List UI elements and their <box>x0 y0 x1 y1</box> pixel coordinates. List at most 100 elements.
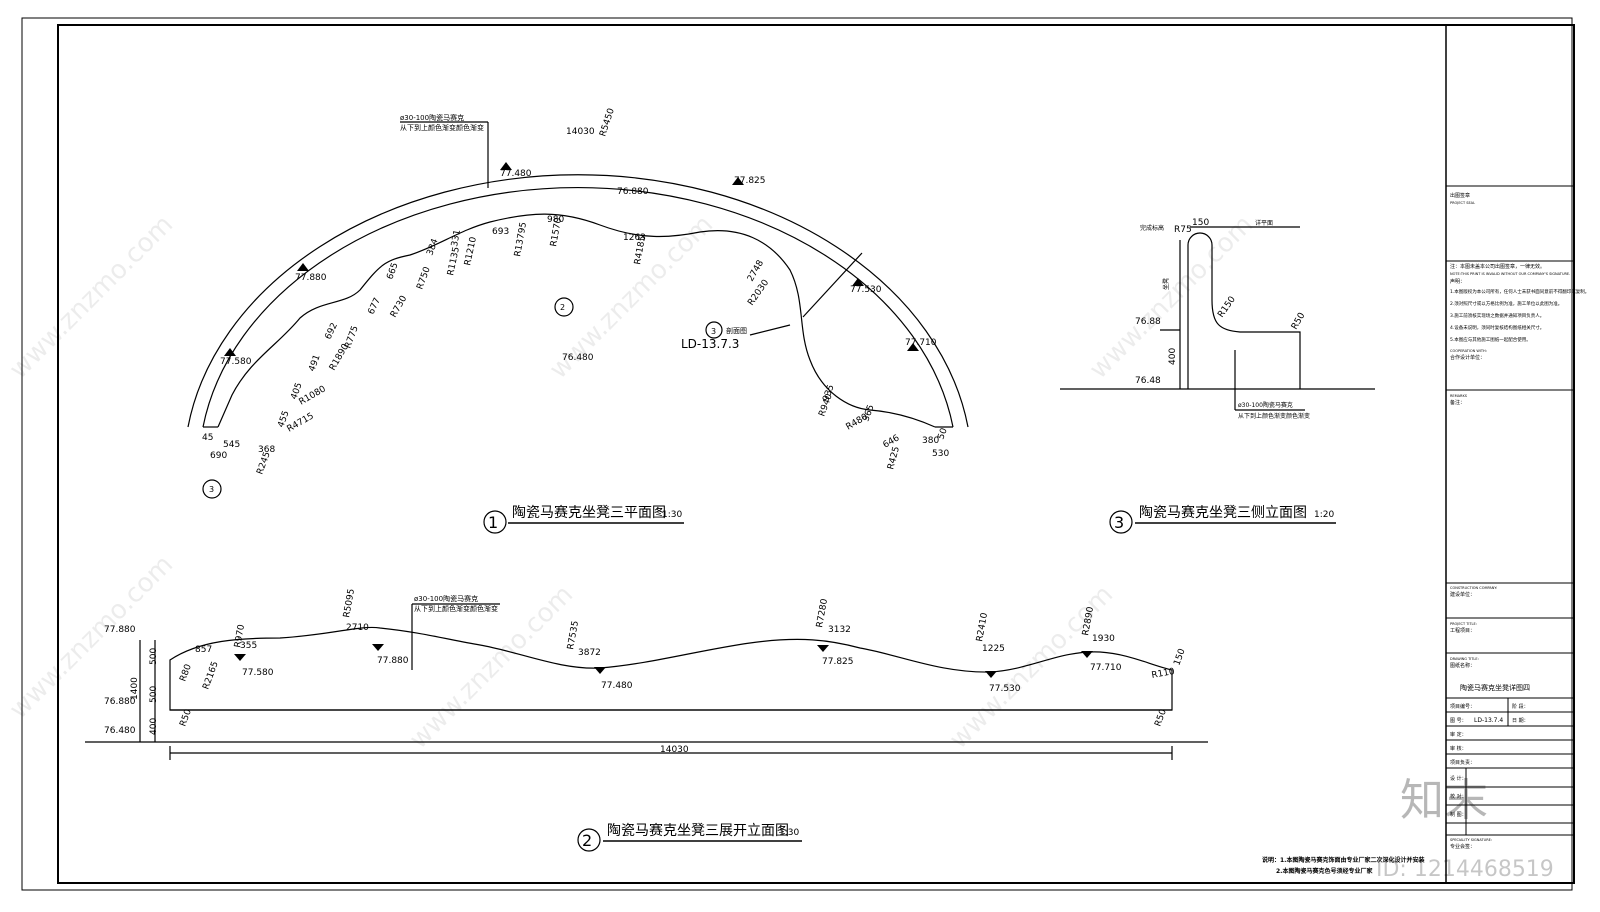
section-title-number: 3 <box>1114 513 1124 532</box>
elevation-title-text: 陶瓷马赛克坐凳三展开立面图 <box>607 823 789 839</box>
section-ref-label: 剖面图 <box>726 326 747 335</box>
section-bench-profile <box>1187 232 1301 389</box>
callout-bubble <box>554 297 574 317</box>
elev-level: 77.825 <box>822 657 854 667</box>
plan-title-text: 陶瓷马赛克坐凳三平面图 <box>512 505 666 521</box>
outer-border <box>21 17 1573 891</box>
tb-note-en: NOTE:THIS PRINT IS INVALID WITHOUT OUR C… <box>1450 272 1570 276</box>
plan-level-text: 77.530 <box>850 285 882 295</box>
plan-inner-curve <box>217 213 936 428</box>
mosaic-note: ø30-100陶瓷马赛克 <box>1238 401 1293 409</box>
elev-dim: 1930 <box>1092 634 1115 644</box>
tb-drawing-no: LD-13.7.4 <box>1474 717 1503 724</box>
section-label: 400 <box>1168 348 1178 365</box>
tb-specialty-en: SPECIALITY SIGNATURE: <box>1450 838 1492 842</box>
section-label: R75 <box>1174 225 1192 235</box>
plan-dim: 690 <box>210 451 227 461</box>
plan-level-text: 77.710 <box>905 338 937 348</box>
elev-level: 77.480 <box>601 681 633 691</box>
tb-coop-cn: 合作设计单位： <box>1450 354 1485 361</box>
plan-title-number: 1 <box>488 513 498 532</box>
inner-border <box>57 24 1575 884</box>
plan-dim: 692 <box>324 321 340 341</box>
elev-left-dim: 500 <box>149 686 159 703</box>
plan-level-markers <box>224 162 919 356</box>
plan-level-text: 76.480 <box>562 353 594 363</box>
elevation-view <box>85 603 1208 852</box>
watermark-text: www.znzmo.com <box>4 210 179 385</box>
section-title-text: 陶瓷马赛克坐凳三侧立面图 <box>1139 505 1307 521</box>
elev-left-dim: 1400 <box>130 677 140 700</box>
elev-dim: R2165 <box>201 660 220 691</box>
tb-project-en: PROJECT TITLE: <box>1450 622 1477 626</box>
plan-dim: R5450 <box>598 107 617 138</box>
section-label: R50 <box>1290 311 1308 332</box>
watermark-logo: 知末 <box>1400 775 1488 826</box>
elev-left-level: 77.880 <box>104 625 136 635</box>
section-ref-bubble-bottom <box>202 479 222 499</box>
level-marker <box>1081 651 1093 658</box>
elev-left-dim: 500 <box>149 648 159 665</box>
tb-statement: 5.本图应与其他施工图纸一起配合使用。 <box>1450 336 1531 343</box>
level-marker <box>907 343 919 351</box>
section-label: 详平面 <box>1255 219 1273 227</box>
title-block-text: 出图签章 PROJECT SEAL 注：本图未盖本公司出图签章，一律无效。 NO… <box>1450 192 1589 850</box>
plan-dim: R2030 <box>746 278 771 308</box>
plan-level-text: 76.880 <box>617 187 649 197</box>
elev-level: 77.530 <box>989 684 1021 694</box>
tb-phase: 阶 段： <box>1512 703 1529 710</box>
note-line: 2.本图陶瓷马赛克色号须经专业厂家 <box>1276 867 1372 875</box>
plan-dim: 50 <box>936 427 949 441</box>
tb-approved: 审 定： <box>1450 731 1467 738</box>
section-level: 76.48 <box>1135 376 1161 386</box>
plan-dim: R1890 <box>328 342 351 372</box>
level-marker <box>297 263 309 271</box>
level-marker <box>594 667 606 674</box>
plan-dim: 980 <box>547 215 564 225</box>
tb-specialty-cn: 专业会签： <box>1450 843 1475 850</box>
section-ref-sheet: LD-13.7.3 <box>681 337 739 351</box>
elev-dim: R5095 <box>342 588 357 618</box>
tb-project-leader: 项目负责： <box>1450 759 1475 766</box>
elev-dim: 3872 <box>578 648 601 658</box>
tb-remarks-cn: 备注： <box>1450 399 1465 406</box>
section-label: 完成标高 <box>1140 224 1164 232</box>
level-marker <box>817 645 829 652</box>
tb-construction-en: CONSTRUCTION COMPANY: <box>1450 586 1497 590</box>
plan-outer-arc-2 <box>202 187 954 428</box>
mosaic-note: 从下到上颜色渐变颜色渐变 <box>1238 412 1310 420</box>
elev-dim: R50 <box>178 708 194 728</box>
elev-dim: 2710 <box>346 623 369 633</box>
plan-dim: R1135 <box>446 246 462 277</box>
plan-dim: 384 <box>425 237 440 257</box>
elevation-title-scale: 1:30 <box>779 828 799 838</box>
mosaic-note: ø30-100陶瓷马赛克 <box>400 113 464 122</box>
tb-reviewed: 审 核： <box>1450 745 1467 752</box>
plan-dim: 677 <box>367 296 383 316</box>
elev-left-level: 76.880 <box>104 697 136 707</box>
tb-draw: 制 图： <box>1450 811 1467 818</box>
plan-dim: 368 <box>258 445 275 455</box>
section-ref-number: 3 <box>711 327 716 336</box>
elev-dim: R110 <box>1151 667 1176 681</box>
section-title-scale: 1:20 <box>1314 510 1334 520</box>
notes: 说明：1.本图陶瓷马赛克饰面由专业厂家二次深化设计并安装 2.本图陶瓷马赛克色号… <box>1262 856 1424 875</box>
elevation-bench-outline <box>169 626 1173 711</box>
section-label: R150 <box>1216 295 1238 320</box>
plan-dim: R940 <box>817 392 835 418</box>
section-title-bubble <box>1109 510 1133 534</box>
section-label: 坐凳 <box>1162 278 1170 290</box>
plan-level-text: 77.480 <box>500 169 532 179</box>
level-marker <box>732 177 744 185</box>
elev-level: 77.710 <box>1090 663 1122 673</box>
tb-drawing-cn: 图纸名称： <box>1450 662 1475 669</box>
tb-project-cn: 工程项目： <box>1450 627 1475 634</box>
plan-dim: 545 <box>223 440 240 450</box>
plan-outer-arc-1 <box>187 174 969 428</box>
note-line: 说明：1.本图陶瓷马赛克饰面由专业厂家二次深化设计并安装 <box>1262 856 1424 864</box>
mosaic-note: ø30-100陶瓷马赛克 <box>414 594 478 603</box>
tb-seal-cn: 出图签章 <box>1450 192 1470 199</box>
plan-dim: R730 <box>389 294 410 320</box>
plan-labels: 77.480 76.880 77.825 77.880 77.530 77.58… <box>202 107 950 494</box>
